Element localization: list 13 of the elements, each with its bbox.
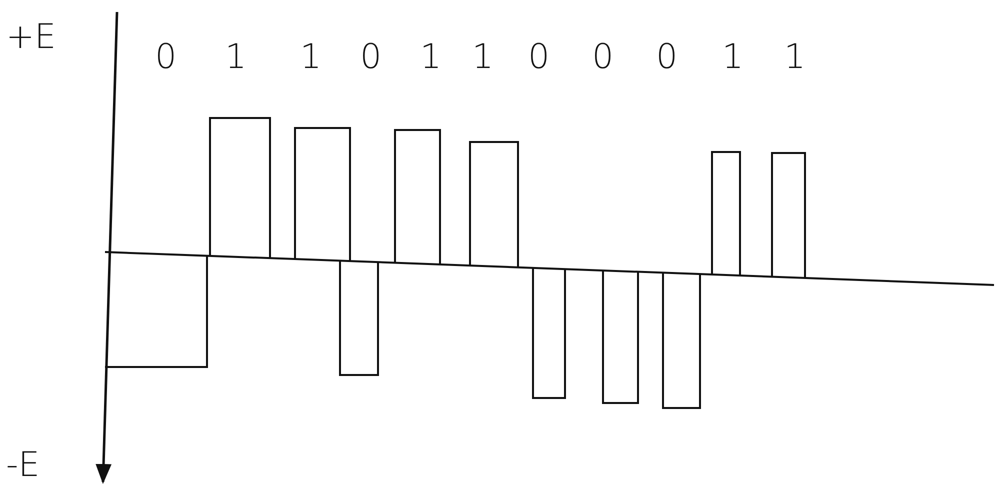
axis-label: -E xyxy=(6,448,40,482)
bit-label: 1 xyxy=(225,40,247,74)
bit-label: 0 xyxy=(592,40,614,74)
bit-label: 0 xyxy=(155,40,177,74)
axis-label: +E xyxy=(6,20,56,54)
bit-label: 1 xyxy=(472,40,494,74)
bit-label: 1 xyxy=(722,40,744,74)
bit-label: 1 xyxy=(420,40,442,74)
bit-label: 0 xyxy=(528,40,550,74)
bit-label: 1 xyxy=(784,40,806,74)
bit-label: 1 xyxy=(300,40,322,74)
bit-label: 0 xyxy=(656,40,678,74)
bit-label: 0 xyxy=(360,40,382,74)
